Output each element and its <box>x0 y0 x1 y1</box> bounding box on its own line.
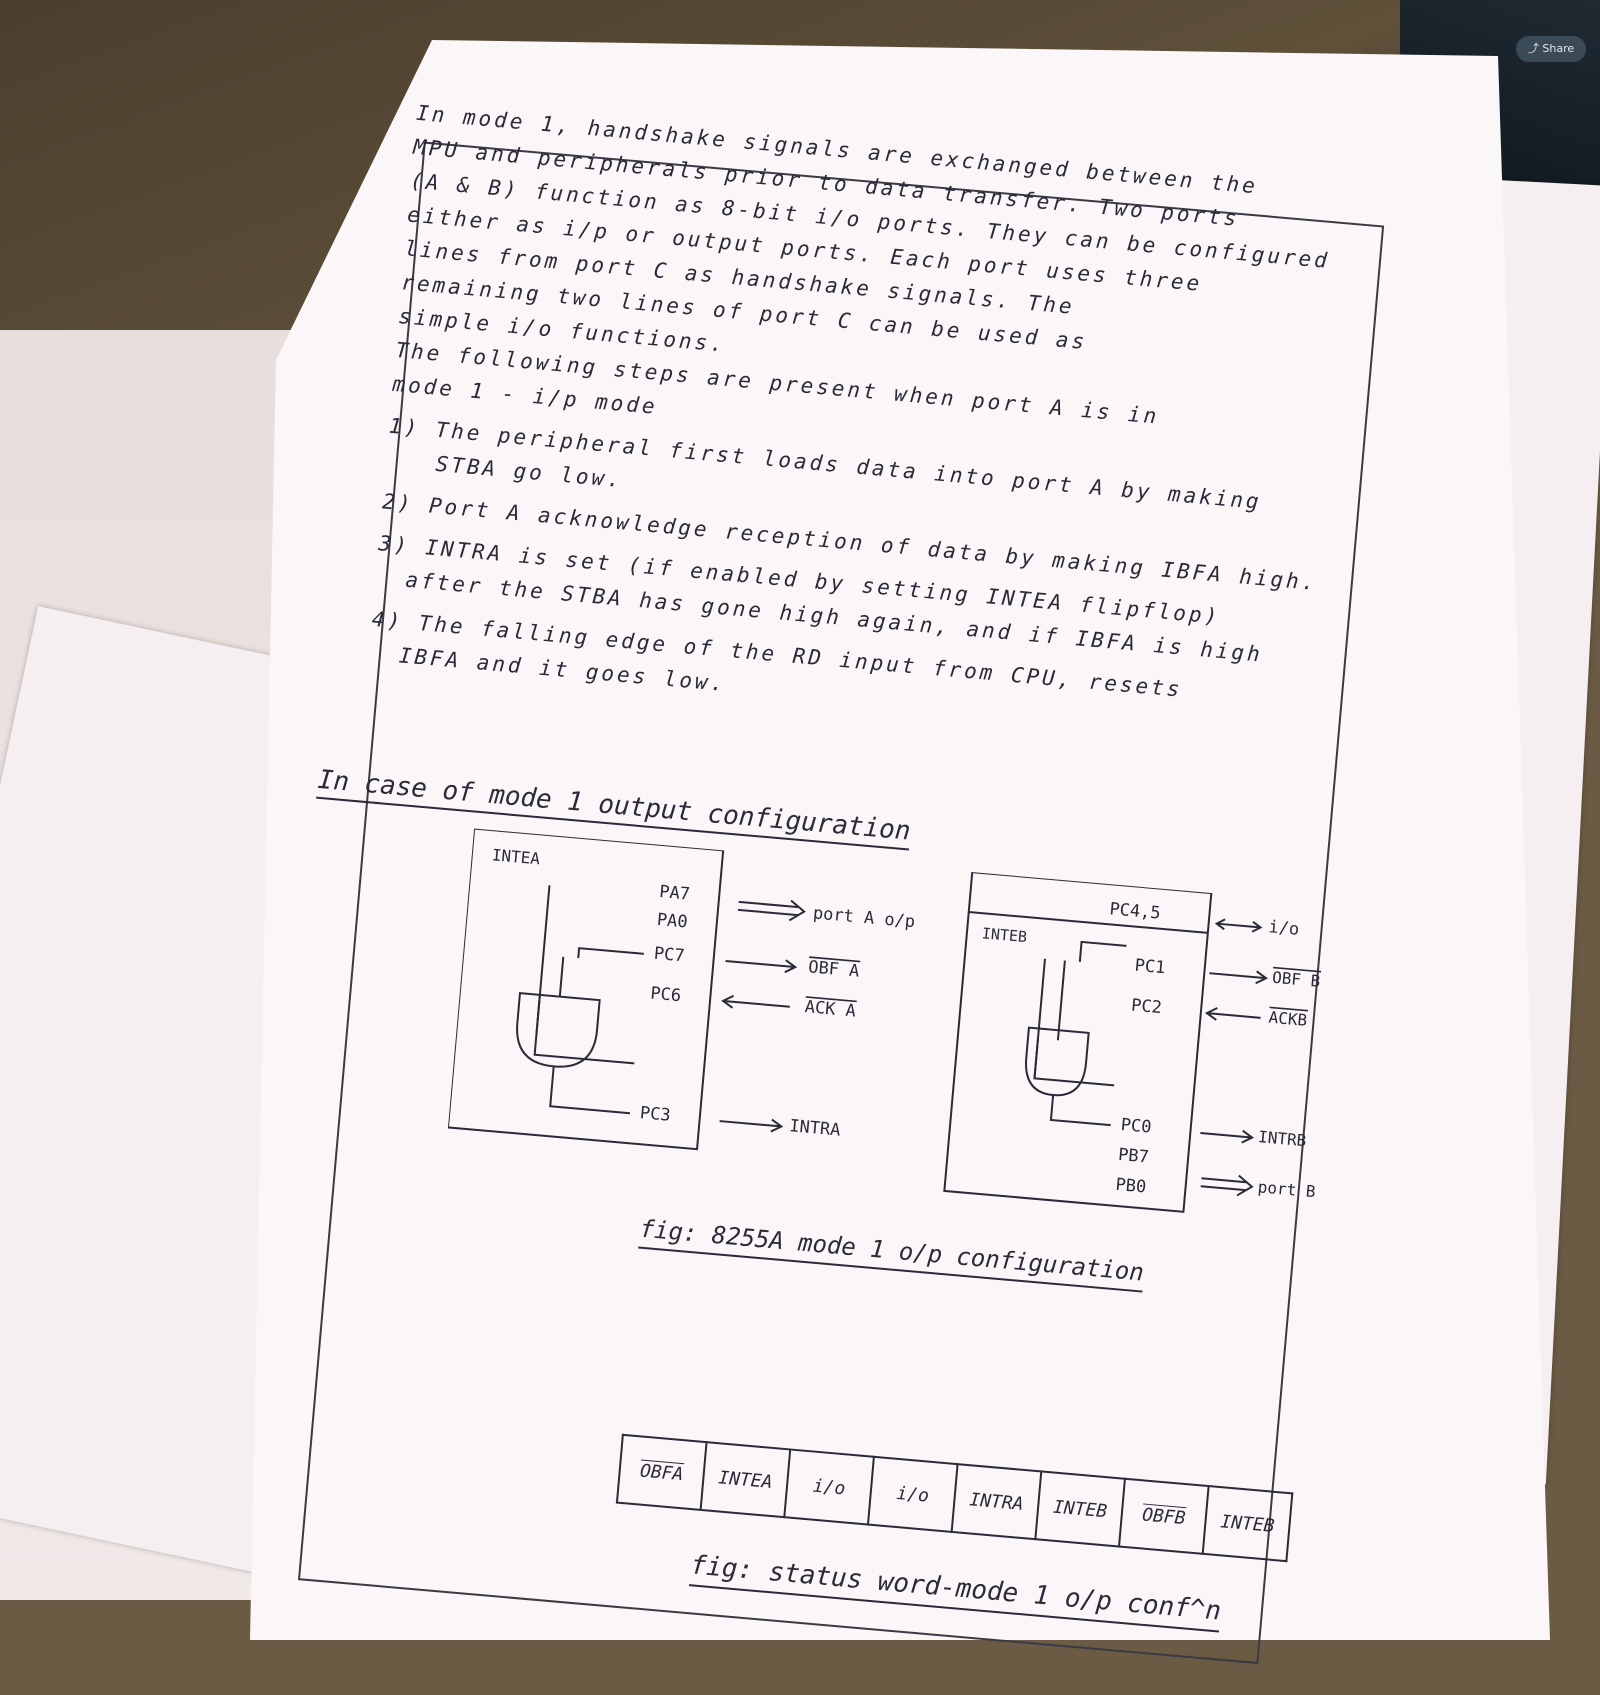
signal-label: INTRB <box>1257 1127 1307 1150</box>
signal-label: port B o/p <box>1257 1177 1351 1204</box>
status-bit-cell: OBFB <box>1119 1478 1209 1554</box>
signal-label: OBF B <box>1271 968 1321 991</box>
pin-label: PA0 <box>656 910 688 933</box>
pin-label: PC0 <box>1120 1115 1152 1138</box>
pin-label: PC7 <box>653 944 685 967</box>
pin-label: PC6 <box>650 984 682 1007</box>
inteb-label: INTEB <box>981 924 1028 946</box>
status-bit-cell: INTRA <box>951 1464 1042 1540</box>
notes-sheet <box>250 40 1550 1640</box>
status-bit-cell: INTEB <box>1035 1471 1125 1547</box>
signal-label: OBF A <box>807 957 860 981</box>
handwritten-page: In mode 1, handshake signals are exchang… <box>48 60 1555 1694</box>
share-icon: ⤴ <box>1527 42 1539 55</box>
pin-label: PB7 <box>1117 1145 1149 1168</box>
intea-label: INTEA <box>491 845 541 868</box>
status-bit-cell: INTEB <box>1202 1486 1293 1562</box>
share-label: Share <box>1542 42 1575 55</box>
signal-label: port A o/p <box>812 903 916 932</box>
pin-label: PA7 <box>658 882 690 905</box>
status-bit-cell: INTEA <box>700 1442 791 1518</box>
status-bit-cell: OBFA <box>616 1434 707 1510</box>
share-button[interactable]: ⤴ Share <box>1516 36 1586 62</box>
signal-label: i/o <box>1268 917 1300 940</box>
status-bit-cell: i/o <box>867 1456 958 1532</box>
signal-label: ACK A <box>804 997 857 1021</box>
pin-label: PC2 <box>1130 996 1162 1019</box>
mode1-output-diagram: INTEA PA7 PA0 PC7 PC6 PC3 port A o/p OBF… <box>446 828 1351 1213</box>
pin-label: PC4,5 <box>1109 899 1162 923</box>
status-bit-cell: i/o <box>784 1449 874 1525</box>
signal-label: ACKB <box>1268 1008 1308 1030</box>
pin-label: PC1 <box>1134 956 1166 979</box>
pin-label: PB0 <box>1115 1175 1147 1198</box>
pin-label: PC3 <box>639 1103 671 1126</box>
signal-label: INTRA <box>789 1116 842 1140</box>
